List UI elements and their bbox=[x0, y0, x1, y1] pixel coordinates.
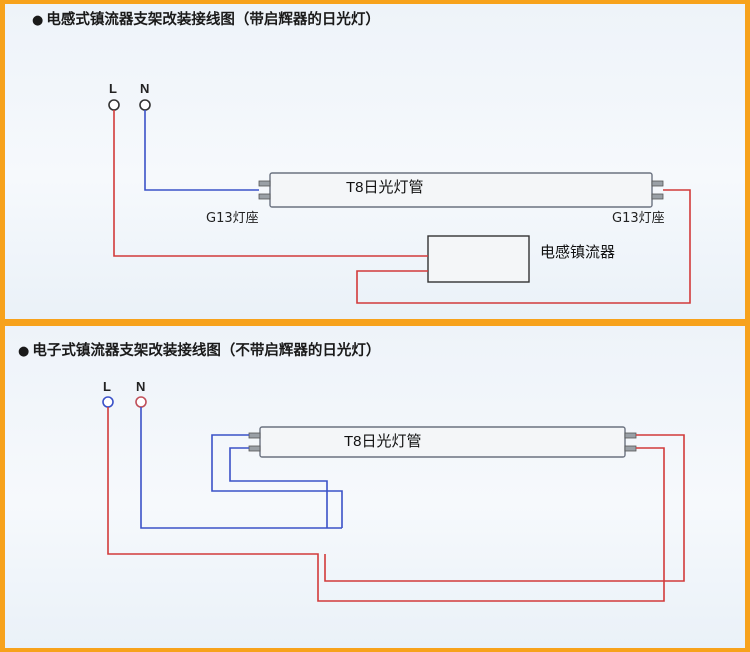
title-text: 电感式镇流器支架改装接线图（带启辉器的日光灯） bbox=[46, 12, 380, 28]
tube-pin-left-bottom bbox=[248, 445, 261, 452]
left-jumper-inner bbox=[229, 447, 328, 528]
inductive-wiring-svg bbox=[108, 99, 691, 304]
tube-label: T8日光灯管 bbox=[346, 179, 424, 196]
terminal-n-circle bbox=[135, 396, 147, 408]
live-wire-to-ballast bbox=[113, 110, 428, 257]
terminal-n-circle bbox=[139, 99, 151, 111]
tube-pin-left-top bbox=[258, 180, 271, 187]
tube-pin-left-top bbox=[248, 432, 261, 439]
electronic-wiring-svg bbox=[102, 396, 685, 602]
bullet-icon: ● bbox=[18, 344, 30, 359]
right-end-wire bbox=[324, 434, 685, 582]
title-text: 电子式镇流器支架改装接线图（不带启辉器的日光灯） bbox=[32, 343, 381, 359]
neutral-wire bbox=[140, 407, 342, 529]
terminal-n-label: N bbox=[136, 379, 146, 394]
diagram-title: ●电感式镇流器支架改装接线图（带启辉器的日光灯） bbox=[32, 8, 380, 29]
socket-left-label: G13灯座 bbox=[206, 211, 259, 226]
t8-tube bbox=[259, 426, 626, 458]
neutral-wire bbox=[144, 110, 259, 191]
tube-pin-right-bottom bbox=[651, 193, 664, 200]
electronic-ballast-diagram: ●电子式镇流器支架改装接线图（不带启辉器的日光灯） L N T8日光灯管 bbox=[5, 326, 745, 648]
tube-pin-right-top bbox=[624, 432, 637, 439]
diagram-title: ●电子式镇流器支架改装接线图（不带启辉器的日光灯） bbox=[18, 339, 380, 360]
terminal-l-label: L bbox=[103, 379, 111, 394]
ballast-to-tube-wire bbox=[356, 189, 691, 304]
ballast-label: 电感镇流器 bbox=[540, 243, 616, 261]
inductive-ballast-diagram: ●电感式镇流器支架改装接线图（带启辉器的日光灯） L N T8日光灯管 G13灯… bbox=[5, 4, 745, 319]
inductive-ballast bbox=[427, 235, 530, 283]
tube-pin-right-bottom bbox=[624, 445, 637, 452]
tube-pin-left-bottom bbox=[258, 193, 271, 200]
socket-right-label: G13灯座 bbox=[612, 211, 665, 226]
tube-pin-right-top bbox=[651, 180, 664, 187]
left-jumper-outer bbox=[211, 434, 343, 528]
terminal-l-circle bbox=[102, 396, 114, 408]
live-wire bbox=[107, 407, 665, 602]
t8-tube bbox=[269, 172, 653, 208]
terminal-n-label: N bbox=[140, 81, 150, 96]
terminal-l-label: L bbox=[109, 81, 117, 96]
bullet-icon: ● bbox=[32, 13, 44, 28]
tube-label: T8日光灯管 bbox=[344, 433, 422, 450]
terminal-l-circle bbox=[108, 99, 120, 111]
